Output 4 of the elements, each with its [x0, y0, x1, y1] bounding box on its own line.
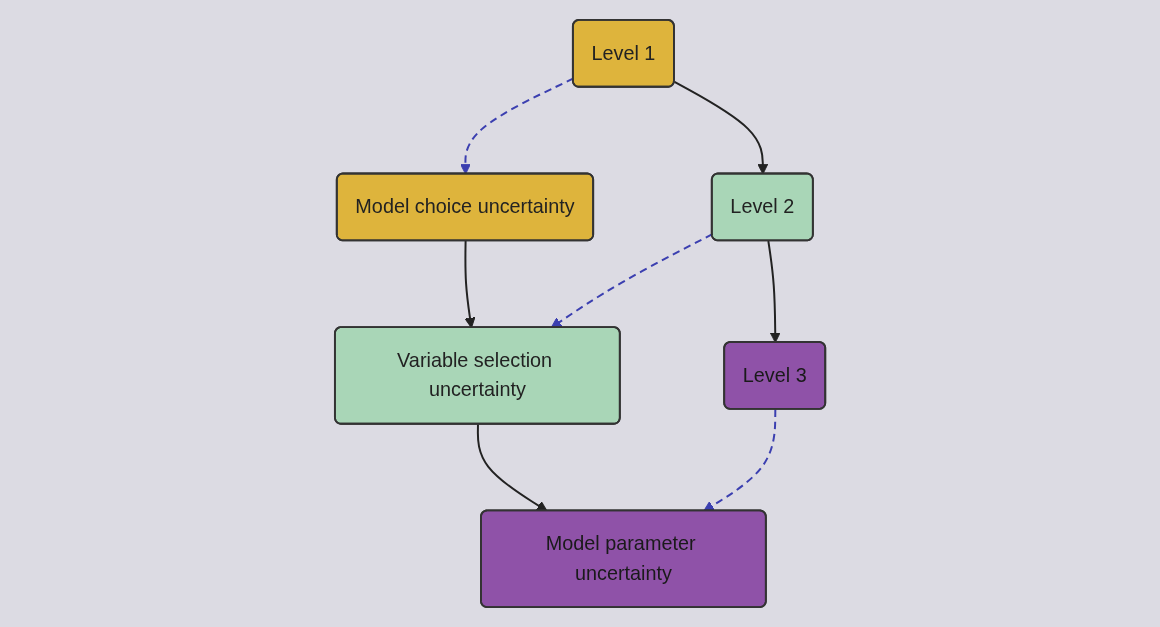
arrow: [703, 408, 777, 512]
arrow: [464, 240, 476, 329]
arrow: [476, 423, 548, 512]
arrow: [673, 80, 769, 175]
